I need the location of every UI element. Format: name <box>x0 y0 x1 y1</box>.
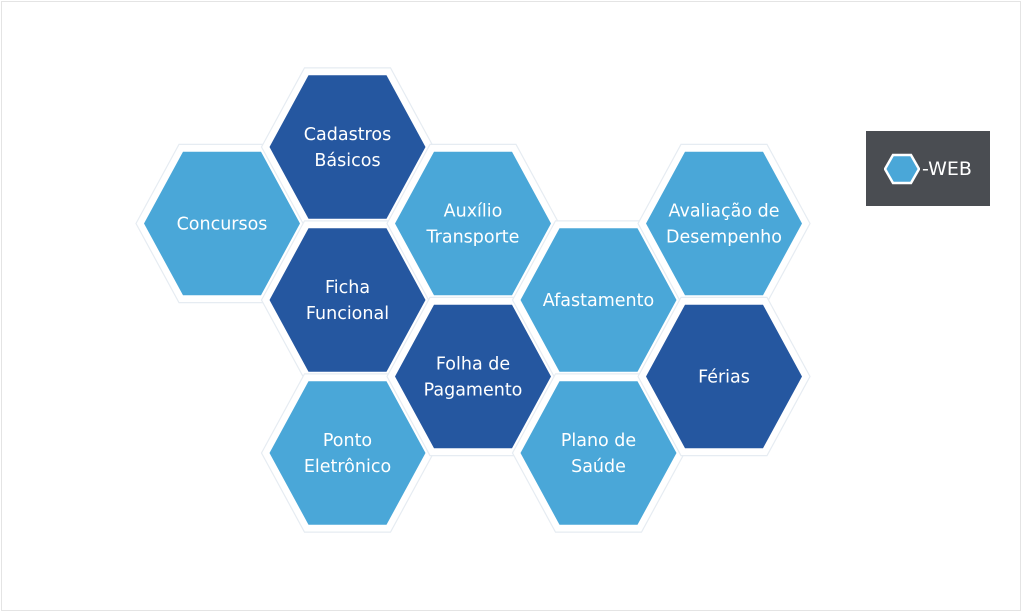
app-logo[interactable]: -WEB <box>866 131 990 206</box>
hexagon-shape <box>646 304 802 449</box>
module-concursos[interactable]: Concursos <box>135 143 309 304</box>
hexagon-shape <box>395 304 551 449</box>
hexagon-shape <box>144 151 300 296</box>
module-label: Avaliação de <box>669 202 780 222</box>
module-label: Afastamento <box>543 291 654 311</box>
hexagon-shape <box>520 228 677 372</box>
module-avaliacao-de-desempenho[interactable]: Avaliação de Desempenho <box>637 143 811 304</box>
module-label: Ponto <box>323 431 372 451</box>
module-label: Saúde <box>571 457 626 477</box>
module-label: Transporte <box>426 228 520 248</box>
hexagon-icon <box>884 153 921 184</box>
module-plano-de-saude[interactable]: Plano de Saúde <box>511 373 686 533</box>
module-label: Pagamento <box>424 381 523 401</box>
hexagon-shape <box>646 151 802 296</box>
hexagon-shape <box>520 381 677 525</box>
module-label: Funcional <box>306 304 389 324</box>
logo-text: -WEB <box>922 157 972 180</box>
module-label: Férias <box>698 368 750 388</box>
module-label: Desempenho <box>666 228 782 248</box>
hexagon-shape <box>395 151 551 296</box>
module-folha-de-pagamento[interactable]: Folha de Pagamento <box>386 296 560 457</box>
hexagon-shape <box>269 75 426 219</box>
module-label: Ficha <box>325 278 370 298</box>
module-label: Eletrônico <box>304 457 391 477</box>
hexagon-shape <box>269 228 426 372</box>
module-ferias[interactable]: Férias <box>637 296 811 457</box>
hexagon-shape <box>269 381 426 525</box>
module-label: Plano de <box>561 431 636 451</box>
module-label: Concursos <box>177 215 268 235</box>
module-label: Folha de <box>436 355 510 375</box>
module-label: Auxílio <box>444 202 503 222</box>
module-label: Cadastros <box>304 125 391 145</box>
module-label: Básicos <box>314 151 380 171</box>
module-afastamento[interactable]: Afastamento <box>511 220 686 380</box>
